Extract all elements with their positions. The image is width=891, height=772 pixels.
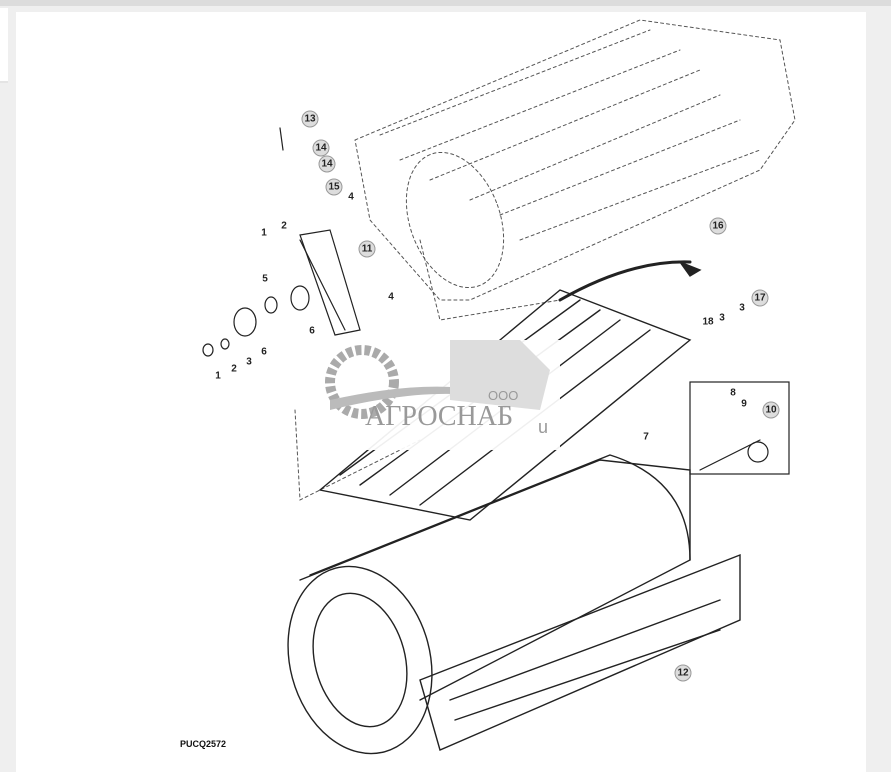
svg-text:15: 15 bbox=[328, 182, 340, 193]
svg-text:11: 11 bbox=[362, 244, 373, 255]
hardware-stack bbox=[202, 127, 361, 357]
callout-14: 14 bbox=[312, 139, 330, 157]
top-bar bbox=[0, 0, 891, 6]
callout-10: 10 bbox=[762, 401, 780, 419]
svg-text:12: 12 bbox=[677, 668, 689, 679]
watermark-prefix: ООО bbox=[488, 388, 518, 403]
svg-text:16: 16 bbox=[712, 221, 724, 232]
callout-5: 5 bbox=[262, 274, 268, 285]
watermark-fragment: u bbox=[538, 417, 548, 437]
callout-6: 6 bbox=[309, 326, 315, 337]
detail-inset bbox=[689, 381, 790, 475]
rotor-cylinder bbox=[287, 454, 741, 755]
callout-4: 4 bbox=[348, 192, 354, 203]
callout-8: 8 bbox=[730, 388, 736, 399]
callout-14: 14 bbox=[318, 155, 336, 173]
callout-15: 15 bbox=[325, 178, 343, 196]
svg-text:10: 10 bbox=[765, 405, 777, 416]
callout-3: 3 bbox=[246, 357, 252, 368]
callout-11: 11 bbox=[358, 240, 376, 258]
callouts: 13 14 14 15 4 1 2 11 5 6 6 1 2 3 4 16 17… bbox=[215, 110, 780, 682]
callout-16: 16 bbox=[709, 217, 727, 235]
callout-18: 18 bbox=[702, 317, 714, 328]
callout-4: 4 bbox=[388, 292, 394, 303]
callout-2: 2 bbox=[231, 364, 237, 375]
callout-17: 17 bbox=[751, 289, 769, 307]
callout-12: 12 bbox=[674, 664, 692, 682]
callout-6: 6 bbox=[261, 347, 267, 358]
figure-code: PUCQ2572 bbox=[180, 739, 227, 749]
svg-text:17: 17 bbox=[754, 293, 766, 304]
watermark-logo: ООО АГРОСНАБ u bbox=[300, 340, 560, 450]
callout-7: 7 bbox=[643, 432, 649, 443]
callout-3: 3 bbox=[719, 313, 725, 324]
watermark-brand: АГРОСНАБ bbox=[365, 401, 513, 432]
callout-1: 1 bbox=[215, 371, 221, 382]
callout-9: 9 bbox=[741, 399, 747, 410]
svg-text:13: 13 bbox=[304, 114, 316, 125]
callout-2: 2 bbox=[281, 221, 287, 232]
callout-1: 1 bbox=[261, 228, 267, 239]
callout-3: 3 bbox=[739, 303, 745, 314]
callout-13: 13 bbox=[301, 110, 319, 128]
upper-housing-phantom bbox=[294, 19, 796, 501]
svg-text:14: 14 bbox=[321, 159, 333, 170]
left-panel bbox=[0, 8, 8, 83]
gear-icon bbox=[325, 345, 399, 419]
svg-text:14: 14 bbox=[315, 143, 327, 154]
